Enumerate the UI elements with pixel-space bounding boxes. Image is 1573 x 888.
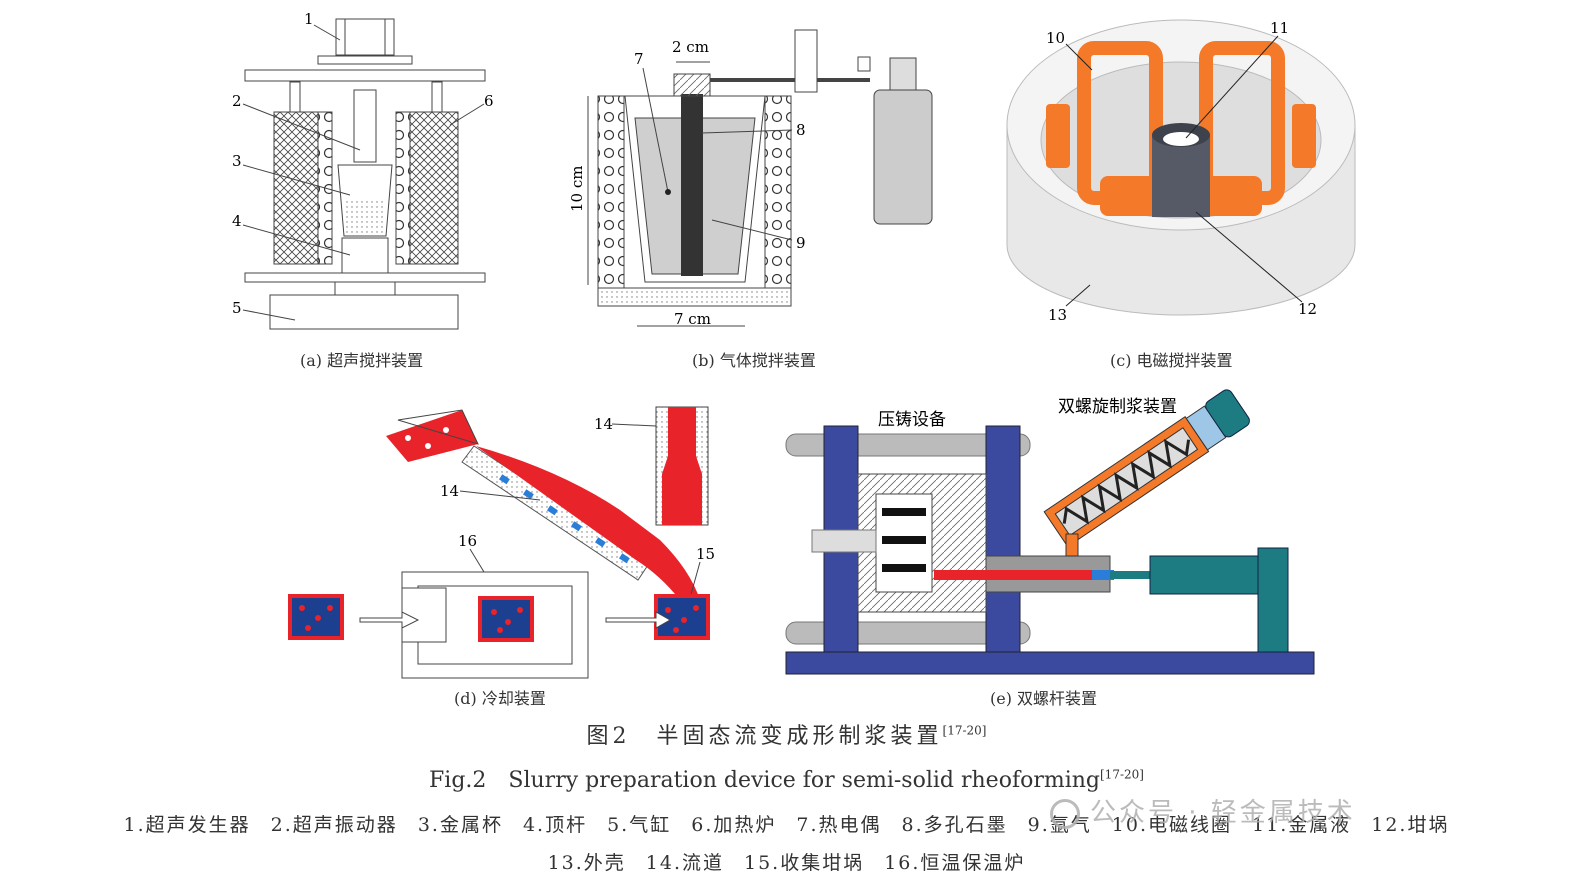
label-a-4: 2 (232, 92, 242, 110)
legend-item: 15.收集坩埚 (744, 852, 865, 874)
legend-item: 13.外壳 (547, 852, 626, 874)
figure-title-cn: 图2 半固态流变成形制浆装置[17-20] (586, 723, 987, 749)
caption-c: (c) 电磁搅拌装置 (1110, 351, 1233, 370)
label-a-1: 5 (232, 299, 242, 317)
panel-e-twin-screw: 压铸设备 双螺旋制浆装置 (785, 389, 1315, 675)
label-e-die: 压铸设备 (878, 410, 946, 430)
legend-line-2: 13.外壳 14.流道 15.收集坩埚 16.恒温保温炉 (0, 848, 1573, 875)
label-d-15: 15 (696, 545, 715, 563)
label-d-16: 16 (458, 532, 477, 550)
wechat-icon (1050, 798, 1080, 829)
panel-d-cooling: 14 14 15 16 (288, 406, 715, 679)
panel-b-gas: 2 cm 10 cm 7 cm 7 8 9 (568, 29, 933, 328)
label-e-twin: 双螺旋制浆装置 (1058, 397, 1177, 417)
legend-item: 11.金属液 (1252, 814, 1352, 836)
label-a-5: 1 (304, 10, 314, 28)
legend-item: 4.顶杆 (522, 814, 588, 836)
watermark: 公众号 · 轻金属技术 (1050, 792, 1356, 829)
ref-cn: [17-20] (942, 723, 987, 738)
legend-item: 8.多孔石墨 (901, 814, 1008, 836)
label-c-11: 11 (1270, 19, 1289, 37)
legend-item: 16.恒温保温炉 (884, 852, 1026, 874)
legend-item: 7.热电偶 (796, 814, 882, 836)
label-a-2: 4 (232, 212, 242, 230)
legend-item: 6.加热炉 (691, 814, 777, 836)
dim-b-side: 10 cm (568, 166, 586, 212)
label-b-9: 9 (796, 234, 806, 252)
label-b-7: 7 (634, 50, 644, 68)
legend-item: 3.金属杯 (417, 814, 503, 836)
legend-item: 1.超声发生器 (123, 814, 251, 836)
panel-c-electromagnetic: 10 11 12 13 (1006, 19, 1356, 324)
panel-a-ultrasonic: 1 2 3 4 5 6 (232, 10, 494, 330)
label-d-14-top: 14 (594, 415, 613, 433)
label-a-3: 3 (232, 152, 242, 170)
label-d-14: 14 (440, 482, 459, 500)
legend-item: 5.气缸 (607, 814, 672, 836)
caption-b: (b) 气体搅拌装置 (692, 351, 816, 370)
caption-e: (e) 双螺杆装置 (990, 689, 1098, 708)
legend-item: 14.流道 (645, 852, 724, 874)
label-c-12: 12 (1298, 300, 1317, 318)
legend-item: 12.坩埚 (1371, 814, 1450, 836)
label-a-6: 6 (484, 92, 494, 110)
label-b-8: 8 (796, 121, 806, 139)
dim-b-bottom: 7 cm (674, 310, 711, 328)
ref-en: [17-20] (1100, 767, 1144, 782)
label-c-13: 13 (1048, 306, 1067, 324)
legend-item: 10.电磁线圈 (1111, 814, 1233, 836)
dim-b-top: 2 cm (672, 38, 709, 56)
figure-title-en: Fig.2 Slurry preparation device for semi… (429, 767, 1144, 793)
caption-a: (a) 超声搅拌装置 (300, 351, 424, 370)
label-c-10: 10 (1046, 29, 1065, 47)
legend-item: 2.超声振动器 (270, 814, 398, 836)
caption-d: (d) 冷却装置 (454, 689, 546, 708)
legend-line-1: 1.超声发生器 2.超声振动器 3.金属杯 4.顶杆 5.气缸 6.加热炉 7.热电偶 8.多… (0, 810, 1573, 837)
